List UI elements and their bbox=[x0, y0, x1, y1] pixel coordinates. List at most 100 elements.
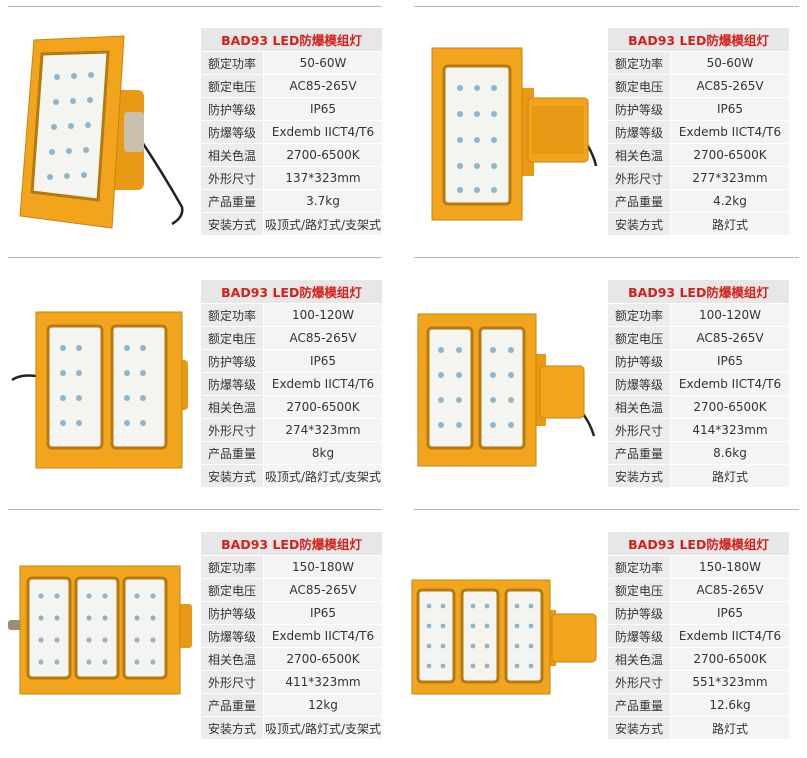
lamp-image-triple-street bbox=[411, 579, 597, 695]
label-power: 额定功率 bbox=[608, 303, 671, 327]
value-explosion: Exdemb IICT4/T6 bbox=[263, 624, 382, 648]
label-power: 额定功率 bbox=[608, 51, 671, 75]
label-weight: 产品重量 bbox=[201, 693, 264, 717]
label-size: 外形尺寸 bbox=[608, 418, 671, 442]
label-power: 额定功率 bbox=[201, 51, 264, 75]
label-weight: 产品重量 bbox=[608, 441, 671, 465]
value-voltage: AC85-265V bbox=[263, 578, 382, 602]
label-explosion: 防爆等级 bbox=[201, 624, 264, 648]
label-color-temp: 相关色温 bbox=[608, 647, 671, 671]
value-mount: 路灯式 bbox=[670, 212, 789, 236]
label-mount: 安装方式 bbox=[201, 464, 264, 488]
label-color-temp: 相关色温 bbox=[608, 395, 671, 419]
lamp-image-double-bracket bbox=[11, 311, 188, 469]
label-color-temp: 相关色温 bbox=[201, 647, 264, 671]
lamp-image-double-street bbox=[417, 313, 596, 467]
value-mount: 吸顶式/路灯式/支架式 bbox=[263, 212, 382, 236]
value-size: 551*323mm bbox=[670, 670, 789, 694]
label-size: 外形尺寸 bbox=[201, 670, 264, 694]
label-voltage: 额定电压 bbox=[608, 578, 671, 602]
value-weight: 12.6kg bbox=[670, 693, 789, 717]
label-mount: 安装方式 bbox=[608, 716, 671, 740]
value-color-temp: 2700-6500K bbox=[263, 395, 382, 419]
value-mount: 路灯式 bbox=[670, 716, 789, 740]
label-voltage: 额定电压 bbox=[608, 326, 671, 350]
label-explosion: 防爆等级 bbox=[201, 120, 264, 144]
label-protection: 防护等级 bbox=[608, 349, 671, 373]
label-power: 额定功率 bbox=[201, 555, 264, 579]
lamp-image-single-bracket bbox=[19, 35, 184, 229]
value-explosion: Exdemb IICT4/T6 bbox=[670, 372, 789, 396]
value-size: 277*323mm bbox=[670, 166, 789, 190]
value-size: 137*323mm bbox=[263, 166, 382, 190]
value-voltage: AC85-265V bbox=[670, 578, 789, 602]
label-protection: 防护等级 bbox=[201, 601, 264, 625]
value-explosion: Exdemb IICT4/T6 bbox=[670, 120, 789, 144]
value-protection: IP65 bbox=[670, 601, 789, 625]
value-power: 50-60W bbox=[670, 51, 789, 75]
value-voltage: AC85-265V bbox=[263, 326, 382, 350]
value-protection: IP65 bbox=[263, 601, 382, 625]
lamp-image-triple-bracket bbox=[8, 565, 192, 695]
label-voltage: 额定电压 bbox=[201, 74, 264, 98]
spec-title: BAD93 LED防爆模组灯 bbox=[608, 28, 789, 52]
value-power: 100-120W bbox=[670, 303, 789, 327]
spec-title: BAD93 LED防爆模组灯 bbox=[201, 280, 382, 304]
label-weight: 产品重量 bbox=[201, 441, 264, 465]
label-size: 外形尺寸 bbox=[201, 418, 264, 442]
label-mount: 安装方式 bbox=[201, 716, 264, 740]
label-explosion: 防爆等级 bbox=[201, 372, 264, 396]
value-voltage: AC85-265V bbox=[263, 74, 382, 98]
value-size: 414*323mm bbox=[670, 418, 789, 442]
label-size: 外形尺寸 bbox=[201, 166, 264, 190]
value-explosion: Exdemb IICT4/T6 bbox=[263, 120, 382, 144]
value-color-temp: 2700-6500K bbox=[263, 647, 382, 671]
label-weight: 产品重量 bbox=[608, 189, 671, 213]
label-explosion: 防爆等级 bbox=[608, 372, 671, 396]
label-power: 额定功率 bbox=[608, 555, 671, 579]
value-weight: 3.7kg bbox=[263, 189, 382, 213]
label-size: 外形尺寸 bbox=[608, 166, 671, 190]
label-explosion: 防爆等级 bbox=[608, 120, 671, 144]
value-size: 411*323mm bbox=[263, 670, 382, 694]
divider bbox=[8, 6, 382, 7]
lamp-image-single-street bbox=[431, 47, 598, 221]
value-color-temp: 2700-6500K bbox=[670, 395, 789, 419]
label-mount: 安装方式 bbox=[608, 464, 671, 488]
label-color-temp: 相关色温 bbox=[201, 143, 264, 167]
value-power: 150-180W bbox=[670, 555, 789, 579]
value-color-temp: 2700-6500K bbox=[263, 143, 382, 167]
spec-title: BAD93 LED防爆模组灯 bbox=[608, 532, 789, 556]
label-mount: 安装方式 bbox=[608, 212, 671, 236]
value-protection: IP65 bbox=[670, 97, 789, 121]
spec-title: BAD93 LED防爆模组灯 bbox=[201, 28, 382, 52]
value-voltage: AC85-265V bbox=[670, 74, 789, 98]
divider bbox=[414, 257, 799, 258]
value-size: 274*323mm bbox=[263, 418, 382, 442]
value-protection: IP65 bbox=[670, 349, 789, 373]
divider bbox=[414, 6, 799, 7]
value-explosion: Exdemb IICT4/T6 bbox=[670, 624, 789, 648]
value-protection: IP65 bbox=[263, 97, 382, 121]
value-power: 100-120W bbox=[263, 303, 382, 327]
value-power: 150-180W bbox=[263, 555, 382, 579]
label-protection: 防护等级 bbox=[608, 97, 671, 121]
value-explosion: Exdemb IICT4/T6 bbox=[263, 372, 382, 396]
value-protection: IP65 bbox=[263, 349, 382, 373]
value-weight: 4.2kg bbox=[670, 189, 789, 213]
label-size: 外形尺寸 bbox=[608, 670, 671, 694]
label-color-temp: 相关色温 bbox=[608, 143, 671, 167]
label-voltage: 额定电压 bbox=[201, 578, 264, 602]
spec-title: BAD93 LED防爆模组灯 bbox=[201, 532, 382, 556]
value-mount: 路灯式 bbox=[670, 464, 789, 488]
divider bbox=[8, 509, 382, 510]
label-mount: 安装方式 bbox=[201, 212, 264, 236]
value-voltage: AC85-265V bbox=[670, 326, 789, 350]
value-mount: 吸顶式/路灯式/支架式 bbox=[263, 716, 382, 740]
value-mount: 吸顶式/路灯式/支架式 bbox=[263, 464, 382, 488]
